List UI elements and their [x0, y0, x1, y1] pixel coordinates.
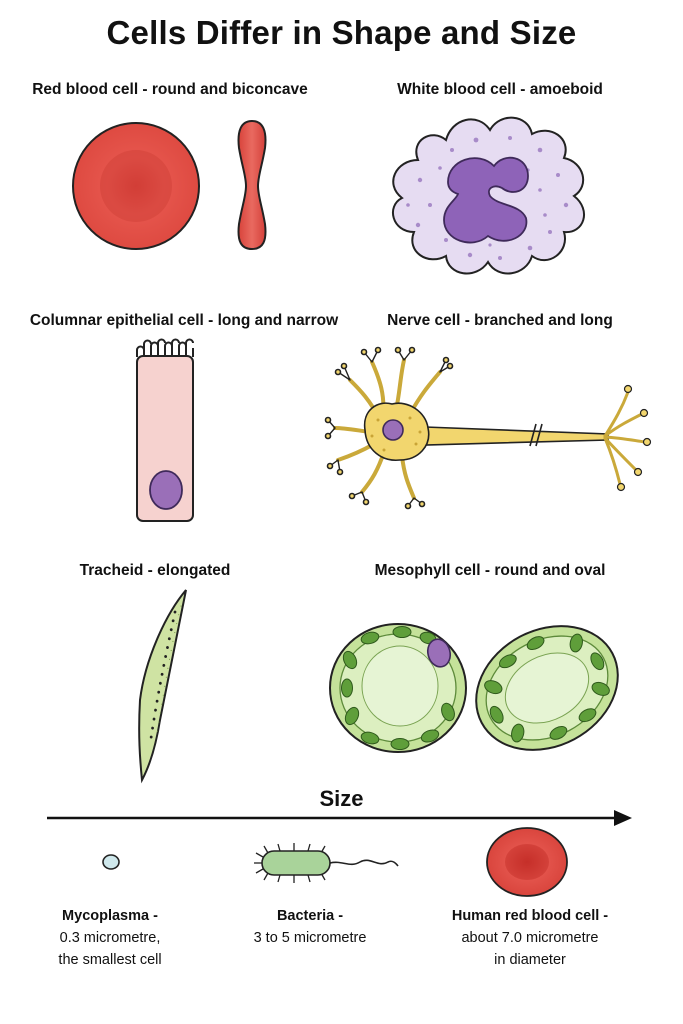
human-rbc-size: about 7.0 micrometre	[461, 930, 599, 946]
tracheid	[138, 589, 187, 784]
tracheid-label: Tracheid - elongated	[79, 562, 231, 579]
mycoplasma-name: Mycoplasma -	[62, 908, 158, 924]
nerve-cell	[324, 346, 652, 510]
mycoplasma-cell	[102, 854, 120, 870]
human-rbc-name: Human red blood cell -	[451, 908, 609, 924]
mycoplasma-size: 0.3 micrometre,	[59, 930, 161, 946]
mycoplasma-caption: Mycoplasma - 0.3 micrometre, the smalles…	[20, 905, 200, 971]
size-axis-title: Size	[319, 786, 364, 811]
bacteria-cell	[254, 843, 399, 883]
mesophyll-label: Mesophyll cell - round and oval	[374, 562, 606, 579]
human-rbc-caption: Human red blood cell - about 7.0 microme…	[420, 905, 640, 971]
human-rbc-note: in diameter	[494, 952, 566, 968]
mesophyll-cell-oval	[475, 625, 619, 751]
rbc-label: Red blood cell - round and biconcave	[32, 81, 308, 98]
bacteria-size: 3 to 5 micrometre	[253, 930, 367, 946]
rbc-face-view	[72, 122, 200, 250]
human-rbc-size-cell	[486, 827, 568, 897]
bacteria-name: Bacteria -	[276, 908, 344, 924]
wbc-amoeboid	[392, 116, 585, 275]
columnar-epithelial-cell	[136, 338, 194, 522]
page-title: Cells Differ in Shape and Size	[106, 14, 577, 51]
nerve-label: Nerve cell - branched and long	[387, 312, 613, 329]
rbc-side-view	[237, 119, 267, 251]
size-arrow	[47, 810, 632, 826]
mycoplasma-note: the smallest cell	[58, 952, 162, 968]
mesophyll-cell-round	[329, 623, 467, 753]
bacteria-caption: Bacteria - 3 to 5 micrometre	[210, 905, 410, 949]
wbc-label: White blood cell - amoeboid	[397, 81, 603, 98]
columnar-label: Columnar epithelial cell - long and narr…	[29, 312, 339, 329]
